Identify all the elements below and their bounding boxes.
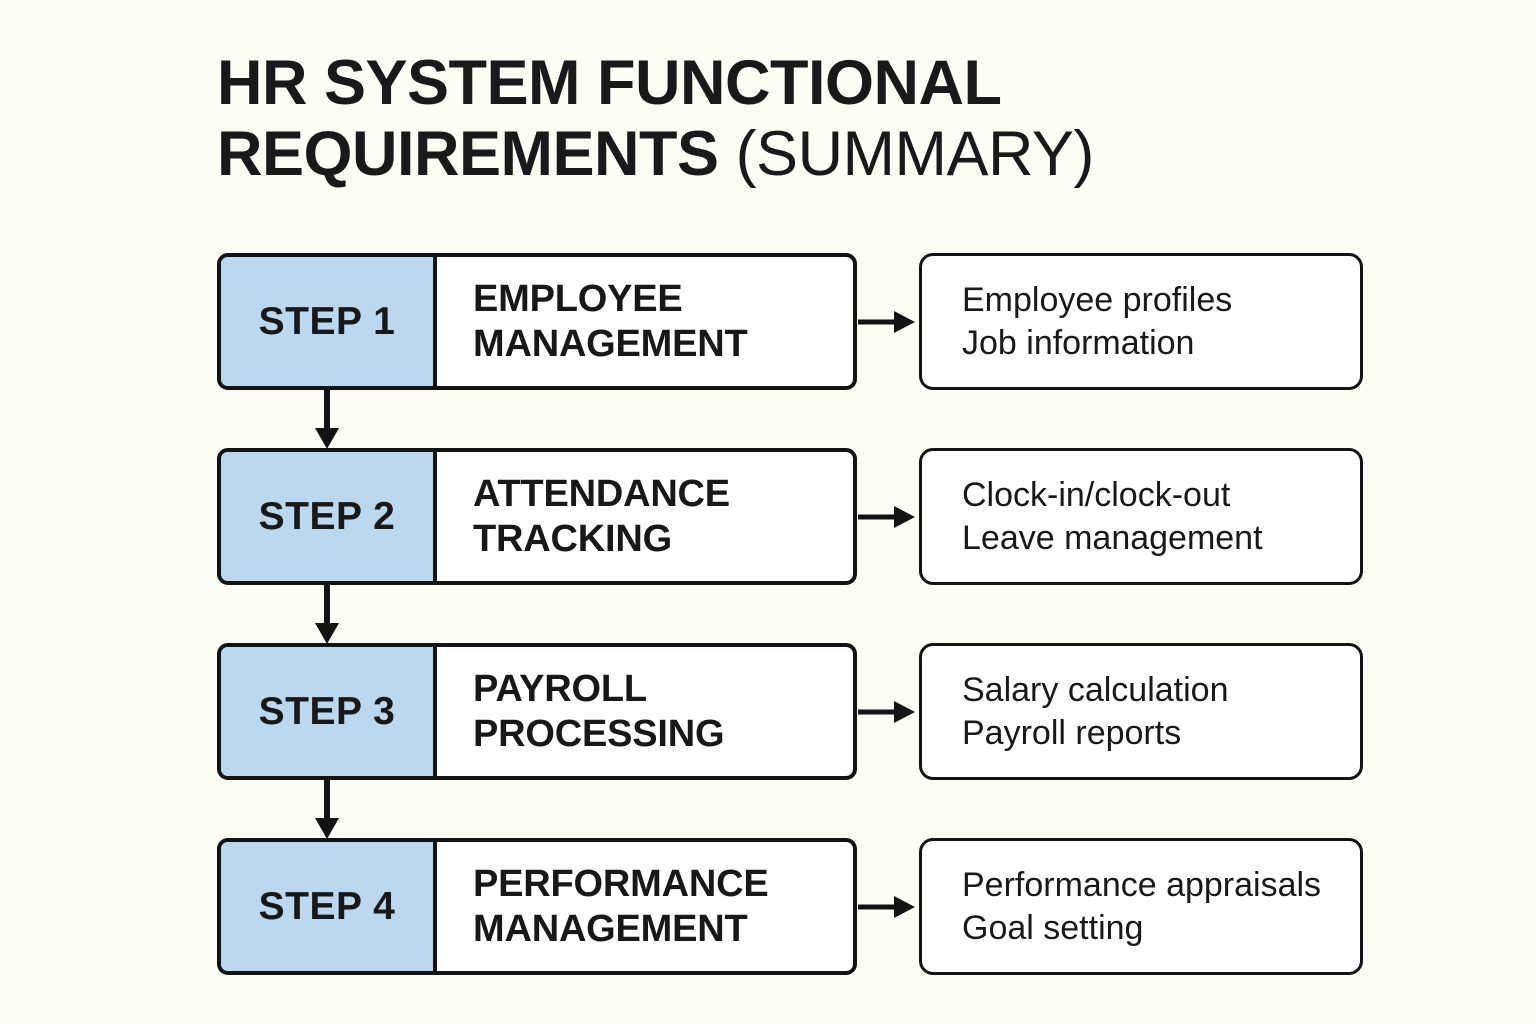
- detail-line: Employee profiles: [962, 281, 1233, 320]
- detail-box-1[interactable]: Employee profiles Job information: [919, 253, 1363, 390]
- arrow-right-3: [858, 643, 916, 780]
- page-title: HR SYSTEM FUNCTIONAL REQUIREMENTS (SUMMA…: [217, 48, 1367, 189]
- arrow-right-icon: [858, 310, 915, 333]
- arrow-down-icon: [315, 780, 339, 839]
- step-title-1: EMPLOYEE MANAGEMENT: [437, 257, 853, 386]
- detail-line: Salary calculation: [962, 671, 1229, 710]
- step-title-line2: PROCESSING: [473, 712, 725, 755]
- step-box-4[interactable]: STEP 4 PERFORMANCE MANAGEMENT: [217, 838, 857, 975]
- step-title-line1: ATTENDANCE: [473, 473, 730, 516]
- detail-line: Leave management: [962, 518, 1263, 557]
- arrow-down-icon: [315, 390, 339, 449]
- step-title-line2: MANAGEMENT: [473, 907, 748, 950]
- detail-line: Job information: [962, 323, 1195, 362]
- step-box-3[interactable]: STEP 3 PAYROLL PROCESSING: [217, 643, 857, 780]
- step-title-line2: MANAGEMENT: [473, 322, 748, 365]
- arrow-right-icon: [858, 505, 915, 528]
- connector-arrow-3-4: [314, 780, 340, 840]
- step-title-line1: PAYROLL: [473, 668, 647, 711]
- arrow-right-icon: [858, 700, 915, 723]
- step-title-2: ATTENDANCE TRACKING: [437, 452, 853, 581]
- connector-arrow-2-3: [314, 585, 340, 645]
- step-title-4: PERFORMANCE MANAGEMENT: [437, 842, 853, 971]
- connector-arrow-1-2: [314, 390, 340, 450]
- step-title-line2: TRACKING: [473, 517, 672, 560]
- arrow-right-icon: [858, 895, 915, 918]
- detail-box-2[interactable]: Clock-in/clock-out Leave management: [919, 448, 1363, 585]
- page-title-suffix: (SUMMARY): [735, 118, 1095, 189]
- page-title-main: HR SYSTEM FUNCTIONAL REQUIREMENTS: [217, 48, 1001, 189]
- arrow-right-4: [858, 838, 916, 975]
- step-label-4: STEP 4: [221, 842, 437, 971]
- step-box-2[interactable]: STEP 2 ATTENDANCE TRACKING: [217, 448, 857, 585]
- detail-line: Clock-in/clock-out: [962, 476, 1231, 515]
- step-title-line1: EMPLOYEE: [473, 278, 683, 321]
- arrow-down-icon: [315, 585, 339, 644]
- step-box-1[interactable]: STEP 1 EMPLOYEE MANAGEMENT: [217, 253, 857, 390]
- step-title-line1: PERFORMANCE: [473, 863, 769, 906]
- detail-line: Payroll reports: [962, 713, 1182, 752]
- detail-box-4[interactable]: Performance appraisals Goal setting: [919, 838, 1363, 975]
- arrow-right-1: [858, 253, 916, 390]
- step-label-3: STEP 3: [221, 647, 437, 776]
- step-label-2: STEP 2: [221, 452, 437, 581]
- step-label-1: STEP 1: [221, 257, 437, 386]
- detail-box-3[interactable]: Salary calculation Payroll reports: [919, 643, 1363, 780]
- arrow-right-2: [858, 448, 916, 585]
- detail-line: Performance appraisals: [962, 866, 1322, 905]
- detail-line: Goal setting: [962, 908, 1144, 947]
- step-title-3: PAYROLL PROCESSING: [437, 647, 853, 776]
